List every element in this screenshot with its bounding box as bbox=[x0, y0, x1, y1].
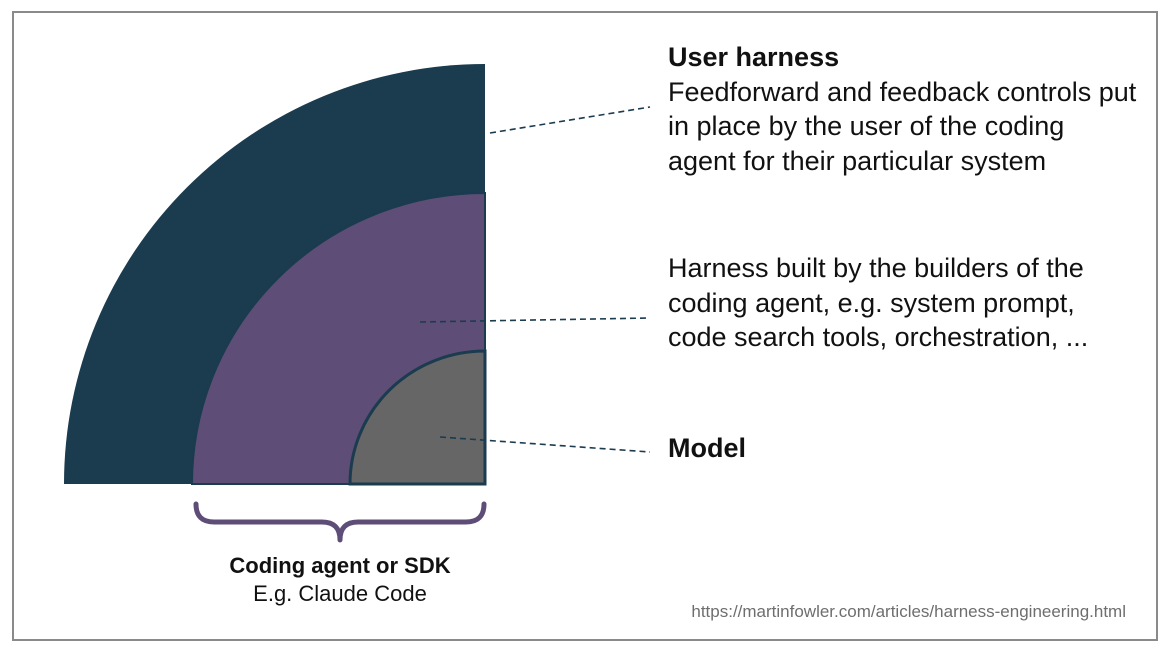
coding-agent-brace bbox=[193, 501, 487, 543]
user-harness-leader-line bbox=[489, 106, 651, 134]
builder-harness-description: Harness built by the builders of the cod… bbox=[668, 253, 1089, 352]
model-leader-line bbox=[439, 436, 651, 453]
source-url: https://martinfowler.com/articles/harnes… bbox=[691, 602, 1126, 621]
model-label: Model bbox=[668, 433, 746, 463]
user-harness-description: Feedforward and feedback controls put in… bbox=[668, 76, 1137, 176]
coding-agent-title: Coding agent or SDK bbox=[229, 553, 451, 578]
diagram-frame bbox=[12, 11, 1158, 641]
model-layer bbox=[348, 349, 487, 486]
builder-harness-leader-line bbox=[419, 317, 651, 323]
user-harness-label: User harness Feedforward and feedback co… bbox=[668, 40, 1138, 178]
coding-agent-subtitle: E.g. Claude Code bbox=[253, 581, 427, 606]
builder-harness-label: Harness built by the builders of the cod… bbox=[668, 251, 1138, 355]
user-harness-title: User harness bbox=[668, 42, 840, 72]
coding-agent-caption: Coding agent or SDK E.g. Claude Code bbox=[180, 552, 500, 608]
